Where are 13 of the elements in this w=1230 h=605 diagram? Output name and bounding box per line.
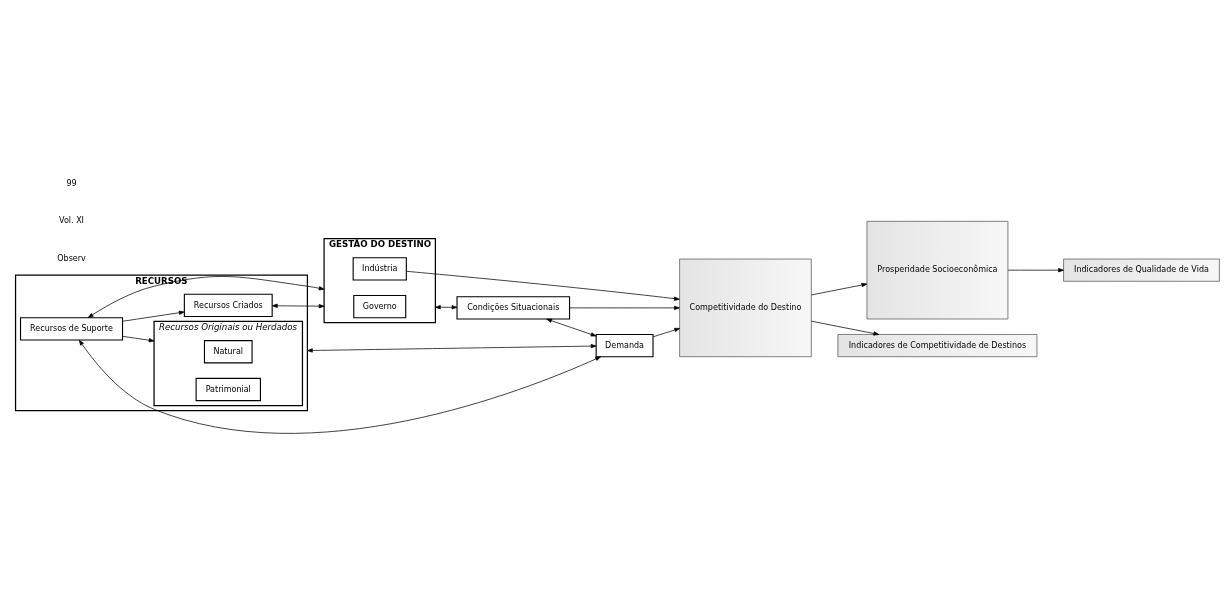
arrow	[307, 343, 597, 353]
arrow	[569, 305, 680, 310]
arrow	[811, 320, 880, 336]
arrow	[122, 310, 185, 322]
arrow	[546, 318, 597, 336]
arrow	[652, 327, 680, 337]
arrow	[1007, 267, 1064, 272]
arrow	[78, 339, 602, 434]
arrow	[122, 335, 155, 342]
arrow	[271, 303, 325, 308]
arrow	[435, 304, 458, 309]
arrow	[406, 270, 680, 301]
arrow	[811, 282, 868, 295]
